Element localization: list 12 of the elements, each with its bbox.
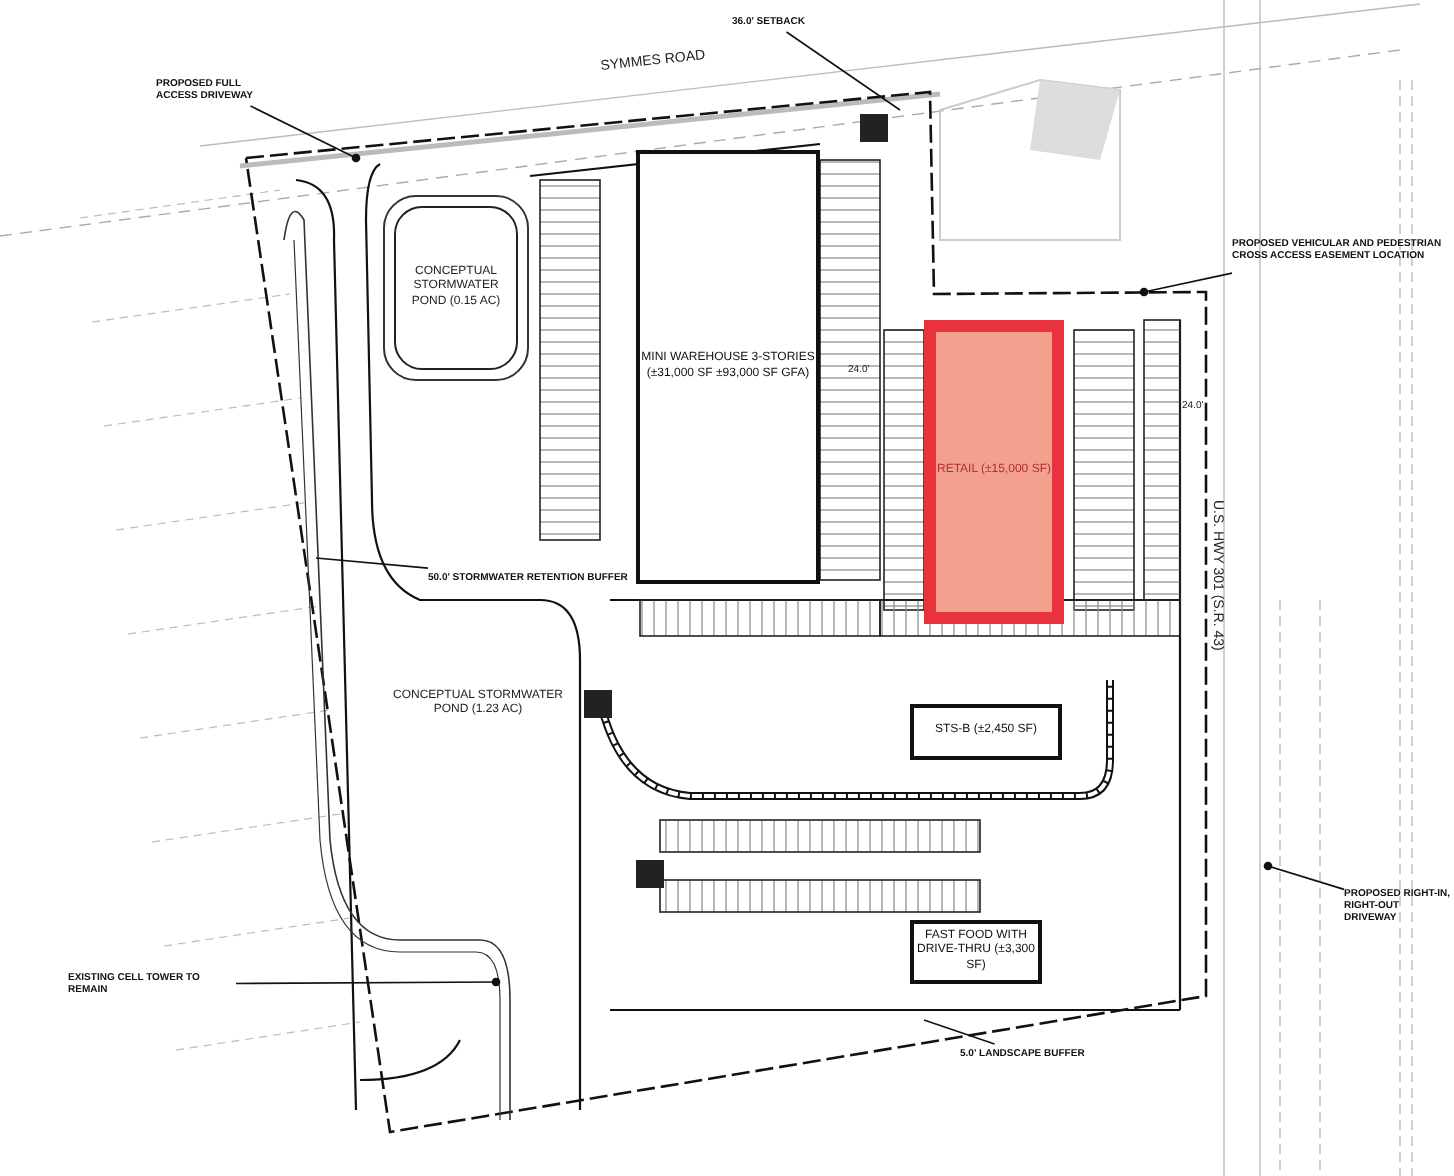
building-footprint (910, 704, 1062, 760)
leader-line (923, 1019, 996, 1045)
building-footprint (910, 920, 1042, 984)
leader-line (315, 557, 429, 569)
building-footprint (636, 150, 820, 584)
leader-line (1139, 272, 1233, 297)
leader-line (235, 977, 501, 987)
leader-line (1263, 861, 1345, 891)
leader-line (249, 105, 361, 163)
building-footprint (924, 320, 1064, 624)
stormwater-pond (394, 206, 518, 370)
leader-line (785, 31, 901, 111)
